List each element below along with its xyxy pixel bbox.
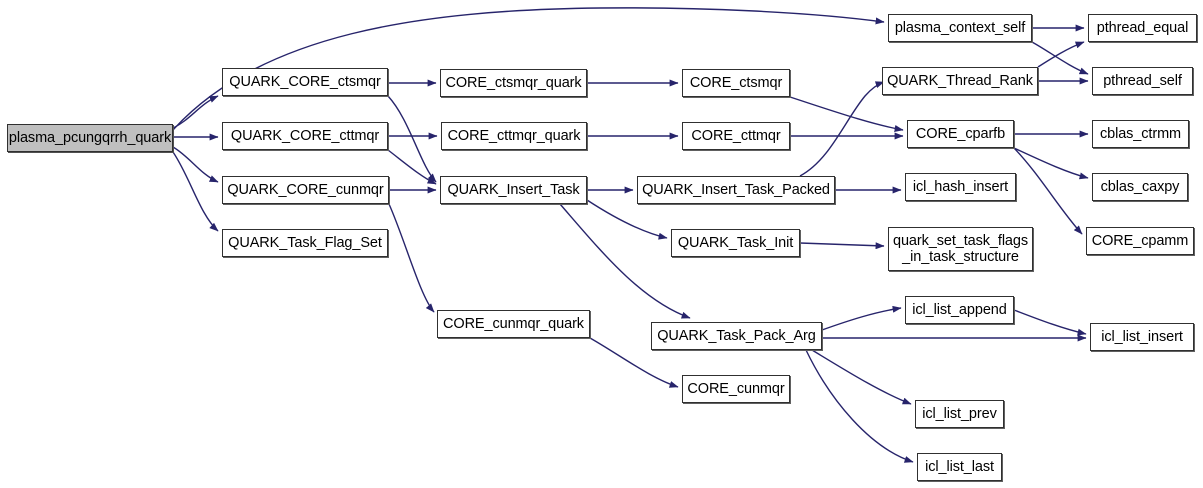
graph-node-quark-task-pack-arg[interactable]: QUARK_Task_Pack_Arg: [651, 322, 822, 350]
graph-edge: [172, 95, 219, 129]
graph-node-label: CORE_cttmqr_quark: [447, 127, 581, 144]
graph-node-label: pthread_self: [1103, 72, 1182, 89]
graph-edge: [172, 151, 219, 232]
graph-node-icl-list-prev[interactable]: icl_list_prev: [915, 400, 1004, 428]
graph-node-quark-core-cttmqr[interactable]: QUARK_CORE_cttmqr: [222, 122, 388, 150]
graph-node-label: cblas_ctrmm: [1099, 125, 1182, 142]
graph-node-label: cblas_caxpy: [1100, 178, 1180, 195]
graph-node-label: plasma_context_self: [894, 19, 1026, 36]
graph-node-icl-hash-insert[interactable]: icl_hash_insert: [905, 173, 1016, 201]
graph-node-core-ctsmqr-quark[interactable]: CORE_ctsmqr_quark: [440, 69, 587, 97]
graph-node-label: QUARK_CORE_cttmqr: [230, 127, 380, 144]
graph-node-label: icl_list_last: [925, 458, 994, 475]
graph-edge: [1013, 309, 1087, 336]
graph-edge: [586, 199, 668, 240]
graph-node-icl-list-last[interactable]: icl_list_last: [917, 453, 1002, 481]
graph-node-label: QUARK_Task_Pack_Arg: [657, 327, 816, 344]
graph-node-quark-task-flag-set[interactable]: QUARK_Task_Flag_Set: [222, 229, 388, 257]
graph-node-label: QUARK_CORE_ctsmqr: [229, 73, 381, 90]
graph-node-label: CORE_cunmqr_quark: [443, 315, 584, 332]
graph-edge: [805, 349, 914, 463]
graph-node-quark-core-cunmqr[interactable]: QUARK_CORE_cunmqr: [222, 176, 389, 204]
graph-node-plasma-pcungqrrh-quark: plasma_pcungqrrh_quark: [7, 124, 173, 152]
graph-edge: [1031, 41, 1089, 75]
graph-node-cblas-ctrmm[interactable]: cblas_ctrmm: [1092, 120, 1189, 148]
graph-node-label: QUARK_Task_Init: [677, 234, 794, 251]
graph-edge: [1037, 41, 1085, 68]
graph-node-label: quark_set_task_flags _in_task_structure: [892, 232, 1029, 265]
graph-edge: [1013, 147, 1083, 235]
graph-node-core-ctsmqr[interactable]: CORE_ctsmqr: [682, 69, 790, 97]
graph-node-label: CORE_cparfb: [915, 125, 1006, 142]
graph-node-label: icl_list_prev: [922, 405, 997, 422]
graph-node-core-cunmqr[interactable]: CORE_cunmqr: [682, 375, 790, 403]
graph-edge: [789, 96, 904, 132]
graph-node-quark-task-init[interactable]: QUARK_Task_Init: [671, 229, 800, 257]
graph-edge: [387, 95, 437, 183]
graph-node-quark-set-task-flags-in-task-structure[interactable]: quark_set_task_flags _in_task_structure: [888, 227, 1033, 271]
graph-node-label: CORE_cttmqr: [691, 127, 781, 144]
graph-edge: [388, 203, 435, 313]
graph-node-core-cttmqr[interactable]: CORE_cttmqr: [682, 122, 790, 150]
graph-node-cblas-caxpy[interactable]: cblas_caxpy: [1092, 173, 1188, 201]
graph-node-label: icl_list_append: [912, 301, 1007, 318]
graph-node-label: QUARK_Insert_Task: [447, 181, 580, 198]
graph-node-plasma-context-self[interactable]: plasma_context_self: [888, 14, 1032, 42]
graph-node-label: QUARK_CORE_cunmqr: [227, 181, 384, 198]
graph-node-core-cunmqr-quark[interactable]: CORE_cunmqr_quark: [437, 310, 590, 338]
graph-node-label: QUARK_Insert_Task_Packed: [642, 181, 830, 198]
graph-node-quark-insert-task[interactable]: QUARK_Insert_Task: [440, 176, 587, 204]
graph-edge: [559, 203, 691, 319]
graph-node-icl-list-insert[interactable]: icl_list_insert: [1090, 323, 1194, 351]
graph-node-quark-thread-rank[interactable]: QUARK_Thread_Rank: [882, 67, 1038, 95]
graph-node-core-cttmqr-quark[interactable]: CORE_cttmqr_quark: [441, 122, 587, 150]
graph-edge: [811, 349, 912, 405]
graph-edge: [1013, 147, 1089, 180]
graph-node-pthread-self[interactable]: pthread_self: [1092, 67, 1193, 95]
graph-edge: [387, 149, 437, 185]
graph-node-label: CORE_cpamm: [1091, 232, 1189, 249]
graph-node-label: icl_hash_insert: [912, 178, 1009, 195]
graph-node-pthread-equal[interactable]: pthread_equal: [1088, 14, 1197, 42]
graph-edge: [799, 242, 885, 250]
graph-node-quark-core-ctsmqr[interactable]: QUARK_CORE_ctsmqr: [222, 68, 388, 96]
graph-node-label: icl_list_insert: [1101, 328, 1183, 345]
graph-edge: [821, 305, 902, 331]
graph-edge: [172, 146, 219, 183]
graph-node-label: QUARK_Task_Flag_Set: [228, 234, 382, 251]
graph-node-quark-insert-task-packed[interactable]: QUARK_Insert_Task_Packed: [637, 176, 835, 204]
graph-node-label: plasma_pcungqrrh_quark: [8, 129, 172, 146]
graph-node-label: pthread_equal: [1096, 19, 1189, 36]
graph-node-label: CORE_ctsmqr: [689, 74, 783, 91]
graph-node-label: CORE_cunmqr: [687, 380, 785, 397]
graph-node-icl-list-append[interactable]: icl_list_append: [905, 296, 1014, 324]
graph-node-core-cparfb[interactable]: CORE_cparfb: [907, 120, 1014, 148]
graph-node-label: QUARK_Thread_Rank: [887, 72, 1033, 89]
graph-node-core-cpamm[interactable]: CORE_cpamm: [1086, 227, 1194, 255]
graph-edge: [799, 81, 885, 177]
graph-node-label: CORE_ctsmqr_quark: [445, 74, 582, 91]
